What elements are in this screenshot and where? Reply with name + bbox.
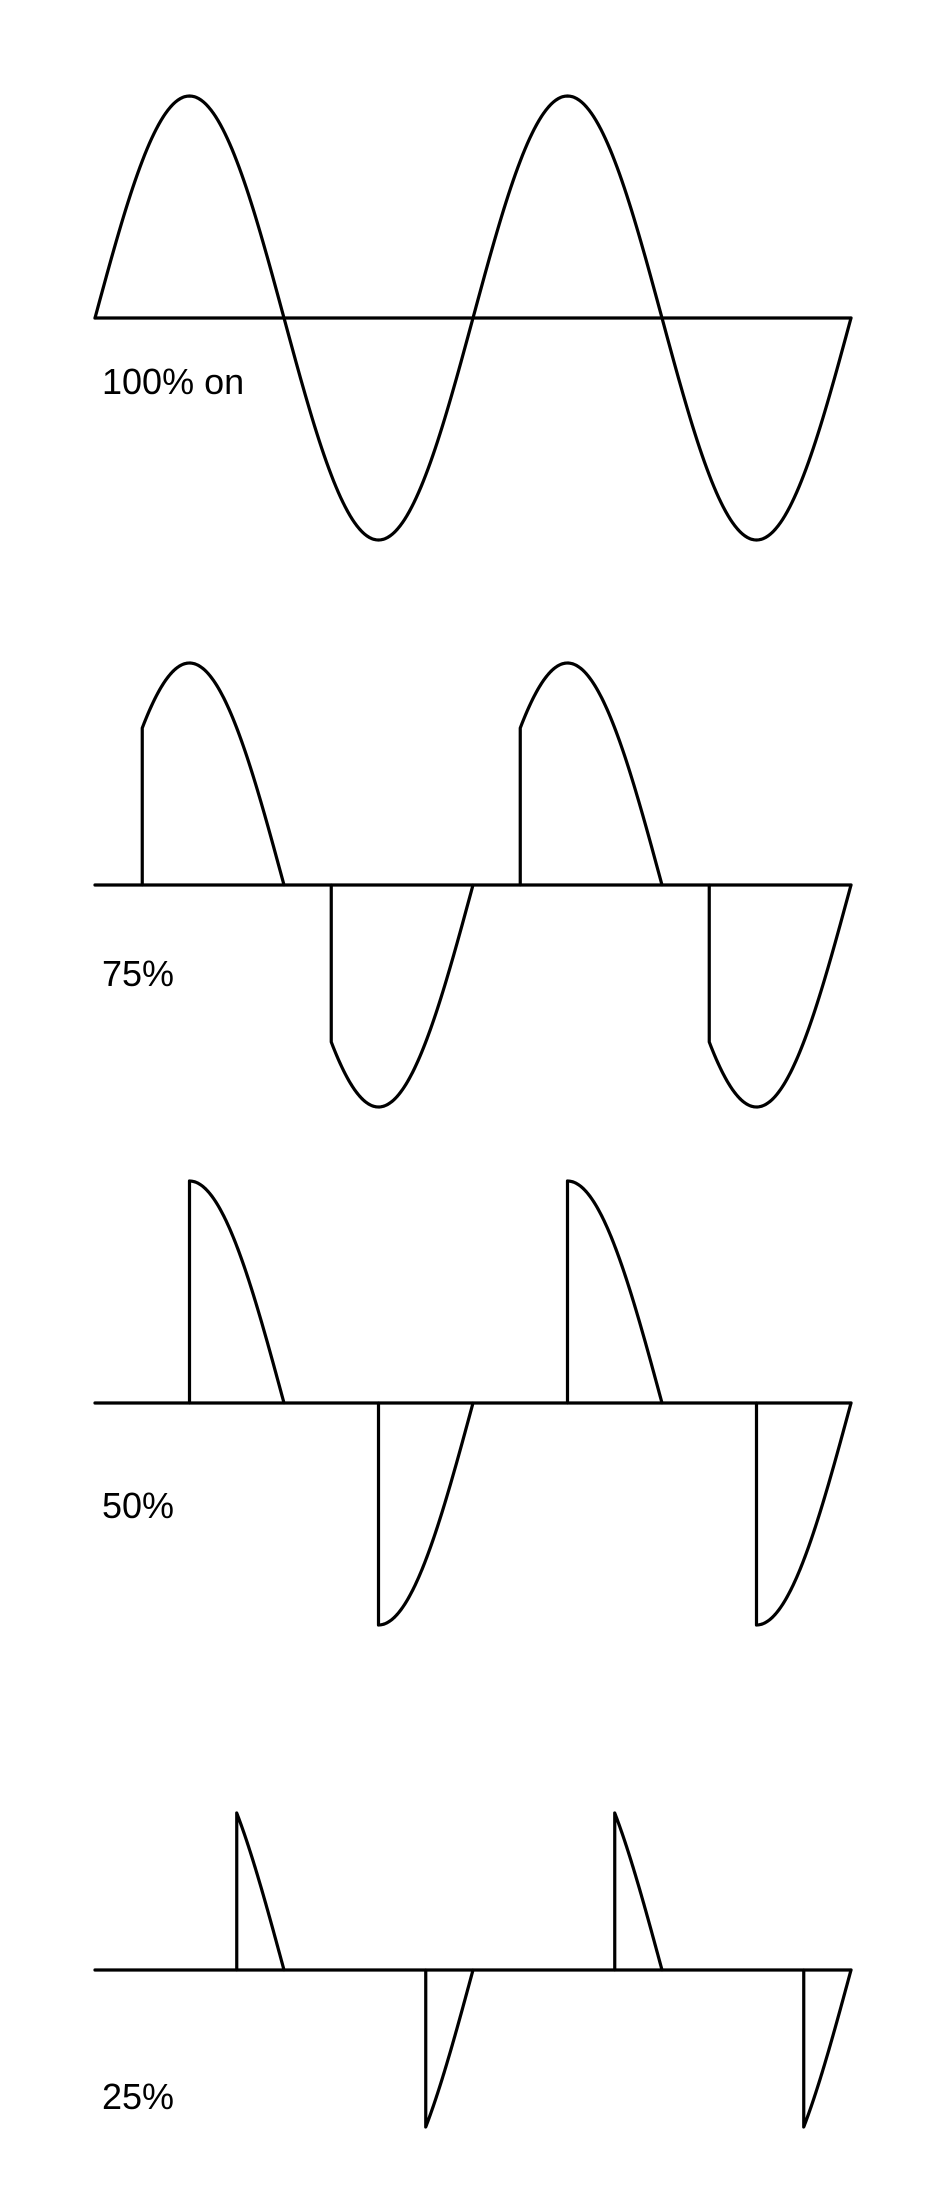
half-cycle-2-negative <box>424 1968 475 2129</box>
panel-label: 100% on <box>102 361 244 402</box>
panel-label: 25% <box>102 2076 174 2117</box>
half-cycle-1-positive <box>235 1811 286 1972</box>
half-cycle-4-negative <box>707 883 853 1109</box>
half-cycle-4-negative <box>754 1401 853 1627</box>
half-cycle-1-positive <box>187 1179 286 1405</box>
half-cycle-4-negative <box>660 316 853 542</box>
panel-label: 50% <box>102 1485 174 1526</box>
waveform-panels: 100% on 75% 50% 25% <box>93 94 853 2129</box>
half-cycle-3-positive <box>518 661 664 887</box>
half-cycle-2-negative <box>376 1401 475 1627</box>
waveform-panel-100: 100% on <box>93 94 853 542</box>
half-cycle-3-positive <box>613 1811 664 1972</box>
half-cycle-1-positive <box>93 94 286 320</box>
half-cycle-1-positive <box>140 661 286 887</box>
half-cycle-2-negative <box>282 316 475 542</box>
waveform-panel-75: 75% <box>93 661 853 1109</box>
panel-label: 75% <box>102 953 174 994</box>
half-cycle-3-positive <box>565 1179 664 1405</box>
half-cycle-4-negative <box>802 1968 853 2129</box>
waveform-panel-50: 50% <box>93 1179 853 1627</box>
waveform-panel-25: 25% <box>93 1811 853 2129</box>
half-cycle-2-negative <box>329 883 475 1109</box>
half-cycle-3-positive <box>471 94 664 320</box>
